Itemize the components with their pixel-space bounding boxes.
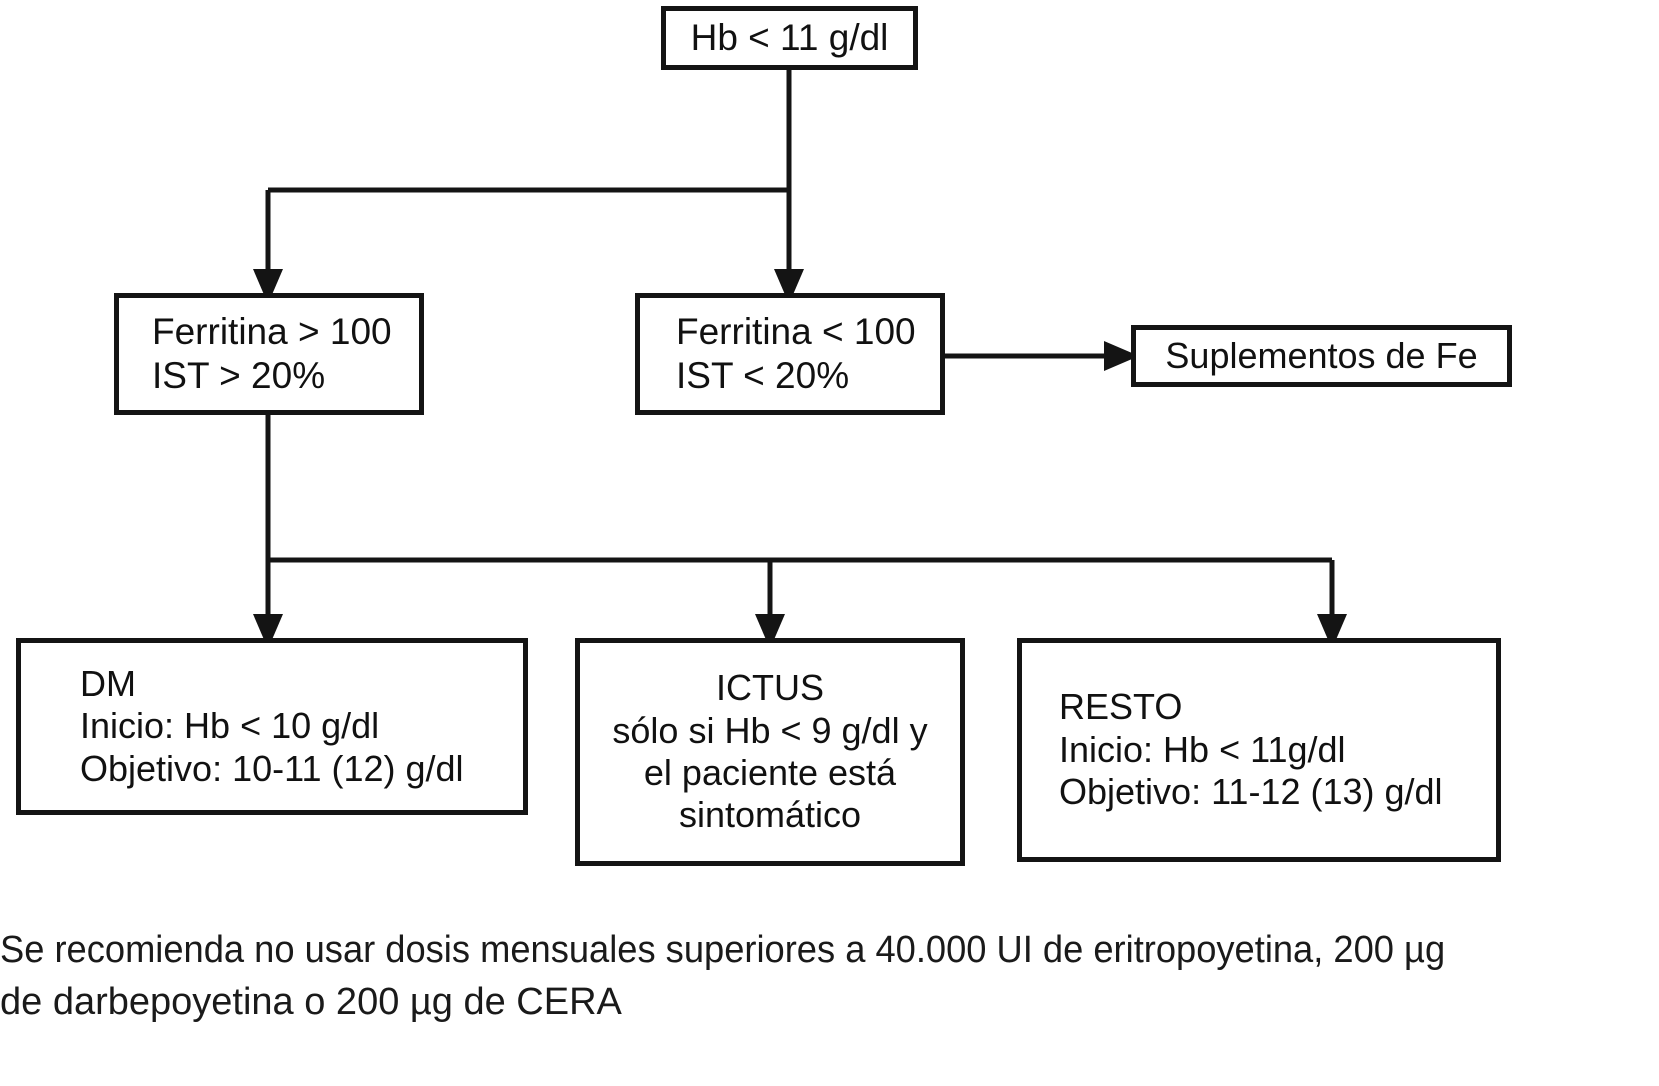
- node-ferritina-baja-line-2: IST < 20%: [676, 355, 850, 396]
- caption-line-2: de darbepoyetina o 200 µg de CERA: [0, 981, 622, 1023]
- node-ferritina-alta-line-2: IST > 20%: [152, 355, 326, 396]
- node-ferritina-baja-line-1: Ferritina < 100: [676, 311, 916, 353]
- node-suplementos-line-1: Suplementos de Fe: [1165, 334, 1478, 376]
- node-dm-line-1: DM: [80, 662, 136, 704]
- node-ictus-line-3: el paciente está: [643, 752, 897, 793]
- node-ictus-line-2: sólo si Hb < 9 g/dl y: [612, 709, 928, 751]
- figure-caption: Se recomienda no usar dosis mensuales su…: [0, 924, 1659, 1028]
- node-resto: RESTO Inicio: Hb < 11g/dl Objetivo: 11-1…: [1017, 638, 1501, 862]
- node-suplementos-de-fe: Suplementos de Fe: [1131, 325, 1512, 387]
- node-resto-line-1: RESTO: [1059, 686, 1183, 728]
- node-ferritina-alta-line-1: Ferritina > 100: [152, 311, 392, 353]
- node-ictus: ICTUS sólo si Hb < 9 g/dl y el paciente …: [575, 638, 965, 866]
- caption-line-1: Se recomienda no usar dosis mensuales su…: [0, 929, 1446, 971]
- node-dm-line-3: Objetivo: 10-11 (12) g/dl: [80, 747, 464, 789]
- node-ferritina-baja: Ferritina < 100 IST < 20%: [635, 293, 945, 415]
- node-hb-line-1: Hb < 11 g/dl: [690, 17, 889, 59]
- node-dm-line-2: Inicio: Hb < 10 g/dl: [80, 705, 380, 747]
- node-ictus-line-1: ICTUS: [716, 667, 824, 709]
- node-hb-threshold: Hb < 11 g/dl: [661, 6, 918, 70]
- node-ictus-line-4: sintomático: [678, 794, 862, 836]
- node-ferritina-alta: Ferritina > 100 IST > 20%: [114, 293, 424, 415]
- node-dm: DM Inicio: Hb < 10 g/dl Objetivo: 10-11 …: [16, 638, 528, 815]
- node-resto-line-3: Objetivo: 11-12 (13) g/dl: [1059, 771, 1443, 813]
- node-resto-line-2: Inicio: Hb < 11g/dl: [1059, 728, 1346, 770]
